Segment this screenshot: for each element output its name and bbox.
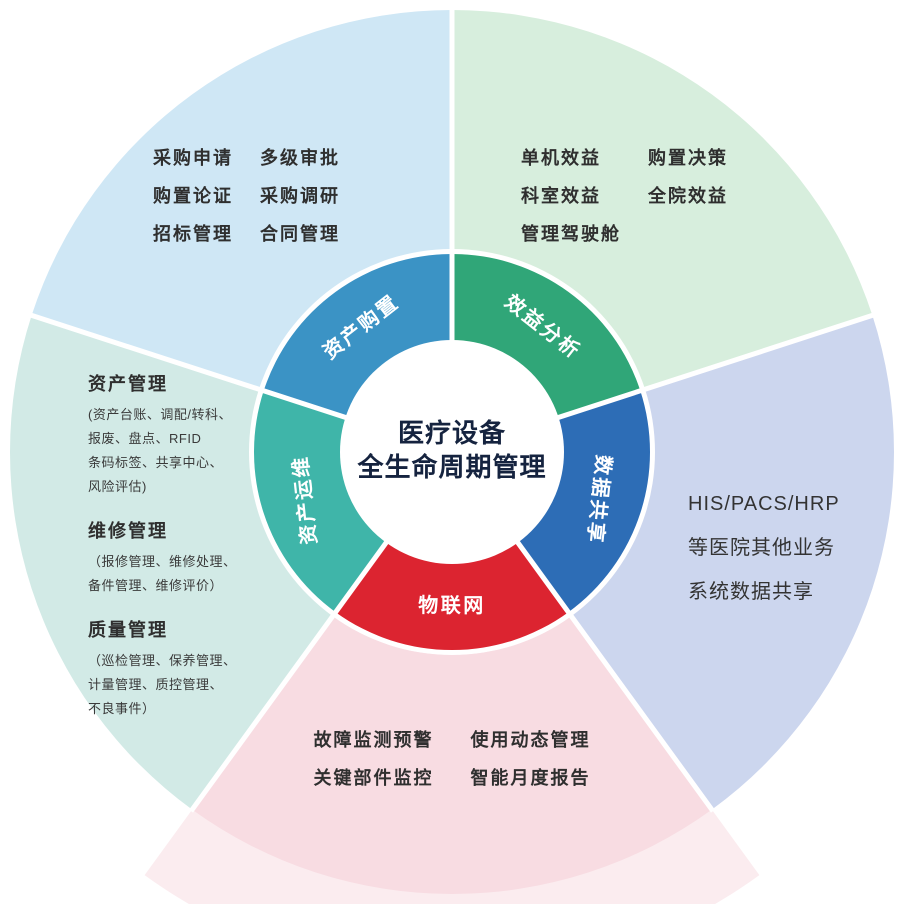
ops-group-title: 资产管理: [88, 374, 168, 394]
iot-item: 使用动态管理: [470, 730, 591, 750]
benefit-item: 购置决策: [648, 148, 728, 168]
acquisition-item: 招标管理: [153, 224, 233, 244]
iot-sector-text: 故障监测预警 使用动态管理 关键部件监控 智能月度报告: [314, 731, 591, 787]
acquisition-ring-segment: [263, 254, 452, 419]
center-title: 医疗设备 全生命周期管理: [357, 416, 546, 484]
ops-detail-line: 条码标签、共享中心、: [88, 455, 224, 470]
acquisition-sector-text: 采购申请 多级审批 购置论证 采购调研 招标管理 合同管理: [153, 149, 340, 243]
ops-group-title: 维修管理: [88, 521, 168, 541]
benefit-item: 单机效益: [521, 148, 601, 168]
ops-detail-line: 不良事件）: [88, 701, 156, 716]
ops-detail-line: 风险评估): [88, 479, 147, 494]
ops-detail-line: 报废、盘点、RFID: [88, 431, 202, 446]
ops-detail-line: 备件管理、维修评价）: [88, 578, 224, 593]
iot-item: 智能月度报告: [470, 768, 591, 788]
benefit-item: 全院效益: [648, 186, 728, 206]
ops-detail-line: 计量管理、质控管理、: [88, 677, 224, 692]
iot-item: 关键部件监控: [313, 768, 434, 788]
datashare-line: 系统数据共享: [688, 581, 814, 603]
ops-ring-segment: [253, 390, 388, 613]
acquisition-item: 购置论证: [153, 186, 233, 206]
acquisition-item: 多级审批: [260, 148, 340, 168]
sector-divider: [546, 312, 876, 424]
ops-group-detail: （巡检管理、保养管理、 计量管理、质控管理、 不良事件）: [88, 649, 237, 721]
datashare-outer-sector: [571, 315, 895, 810]
ops-group-title: 质量管理: [88, 620, 168, 640]
ops-sector-text: 资产管理 (资产台账、调配/转科、 报废、盘点、RFID 条码标签、共享中心、 …: [88, 374, 237, 743]
benefit-sector-text: 单机效益 购置决策 科室效益 全院效益 管理驾驶舱: [521, 149, 728, 243]
ops-group-detail: (资产台账、调配/转科、 报废、盘点、RFID 条码标签、共享中心、 风险评估): [88, 403, 237, 499]
acquisition-item: 采购申请: [153, 148, 233, 168]
sector-divider: [508, 531, 716, 813]
center-title-line1: 医疗设备: [397, 418, 507, 448]
acquisition-item: 采购调研: [260, 186, 340, 206]
ops-outer-sector: [9, 315, 333, 810]
ops-group-detail: （报修管理、维修处理、 备件管理、维修评价）: [88, 550, 237, 598]
datashare-ring-segment: [516, 390, 651, 613]
benefit-item: 管理驾驶舱: [521, 224, 621, 244]
center-circle: [340, 340, 564, 564]
acquisition-item: 合同管理: [260, 224, 340, 244]
ops-detail-line: （巡检管理、保养管理、: [88, 653, 237, 668]
ops-detail-line: (资产台账、调配/转科、: [88, 407, 232, 422]
iot-outer-sector: [192, 616, 712, 895]
benefit-outer-sector: [452, 10, 873, 390]
center-title-line2: 全生命周期管理: [357, 452, 547, 482]
iot-item: 故障监测预警: [313, 730, 434, 750]
iot-ring-label: 物联网: [418, 593, 486, 617]
acquisition-outer-sector: [31, 10, 452, 390]
datashare-line: 等医院其他业务: [688, 537, 835, 559]
sector-divider: [28, 312, 358, 424]
ops-detail-line: （报修管理、维修处理、: [88, 554, 237, 569]
ops-group-asset: 资产管理 (资产台账、调配/转科、 报废、盘点、RFID 条码标签、共享中心、 …: [88, 374, 237, 499]
ops-group-quality: 质量管理 （巡检管理、保养管理、 计量管理、质控管理、 不良事件）: [88, 620, 237, 721]
sector-divider: [188, 531, 396, 813]
datashare-line: HIS/PACS/HRP: [688, 493, 840, 515]
benefit-ring-segment: [452, 254, 641, 419]
ops-group-repair: 维修管理 （报修管理、维修处理、 备件管理、维修评价）: [88, 521, 237, 598]
benefit-item: 科室效益: [521, 186, 601, 206]
datashare-sector-text: HIS/PACS/HRP 等医院其他业务 系统数据共享: [688, 482, 840, 614]
iot-ring-segment: [335, 540, 569, 651]
